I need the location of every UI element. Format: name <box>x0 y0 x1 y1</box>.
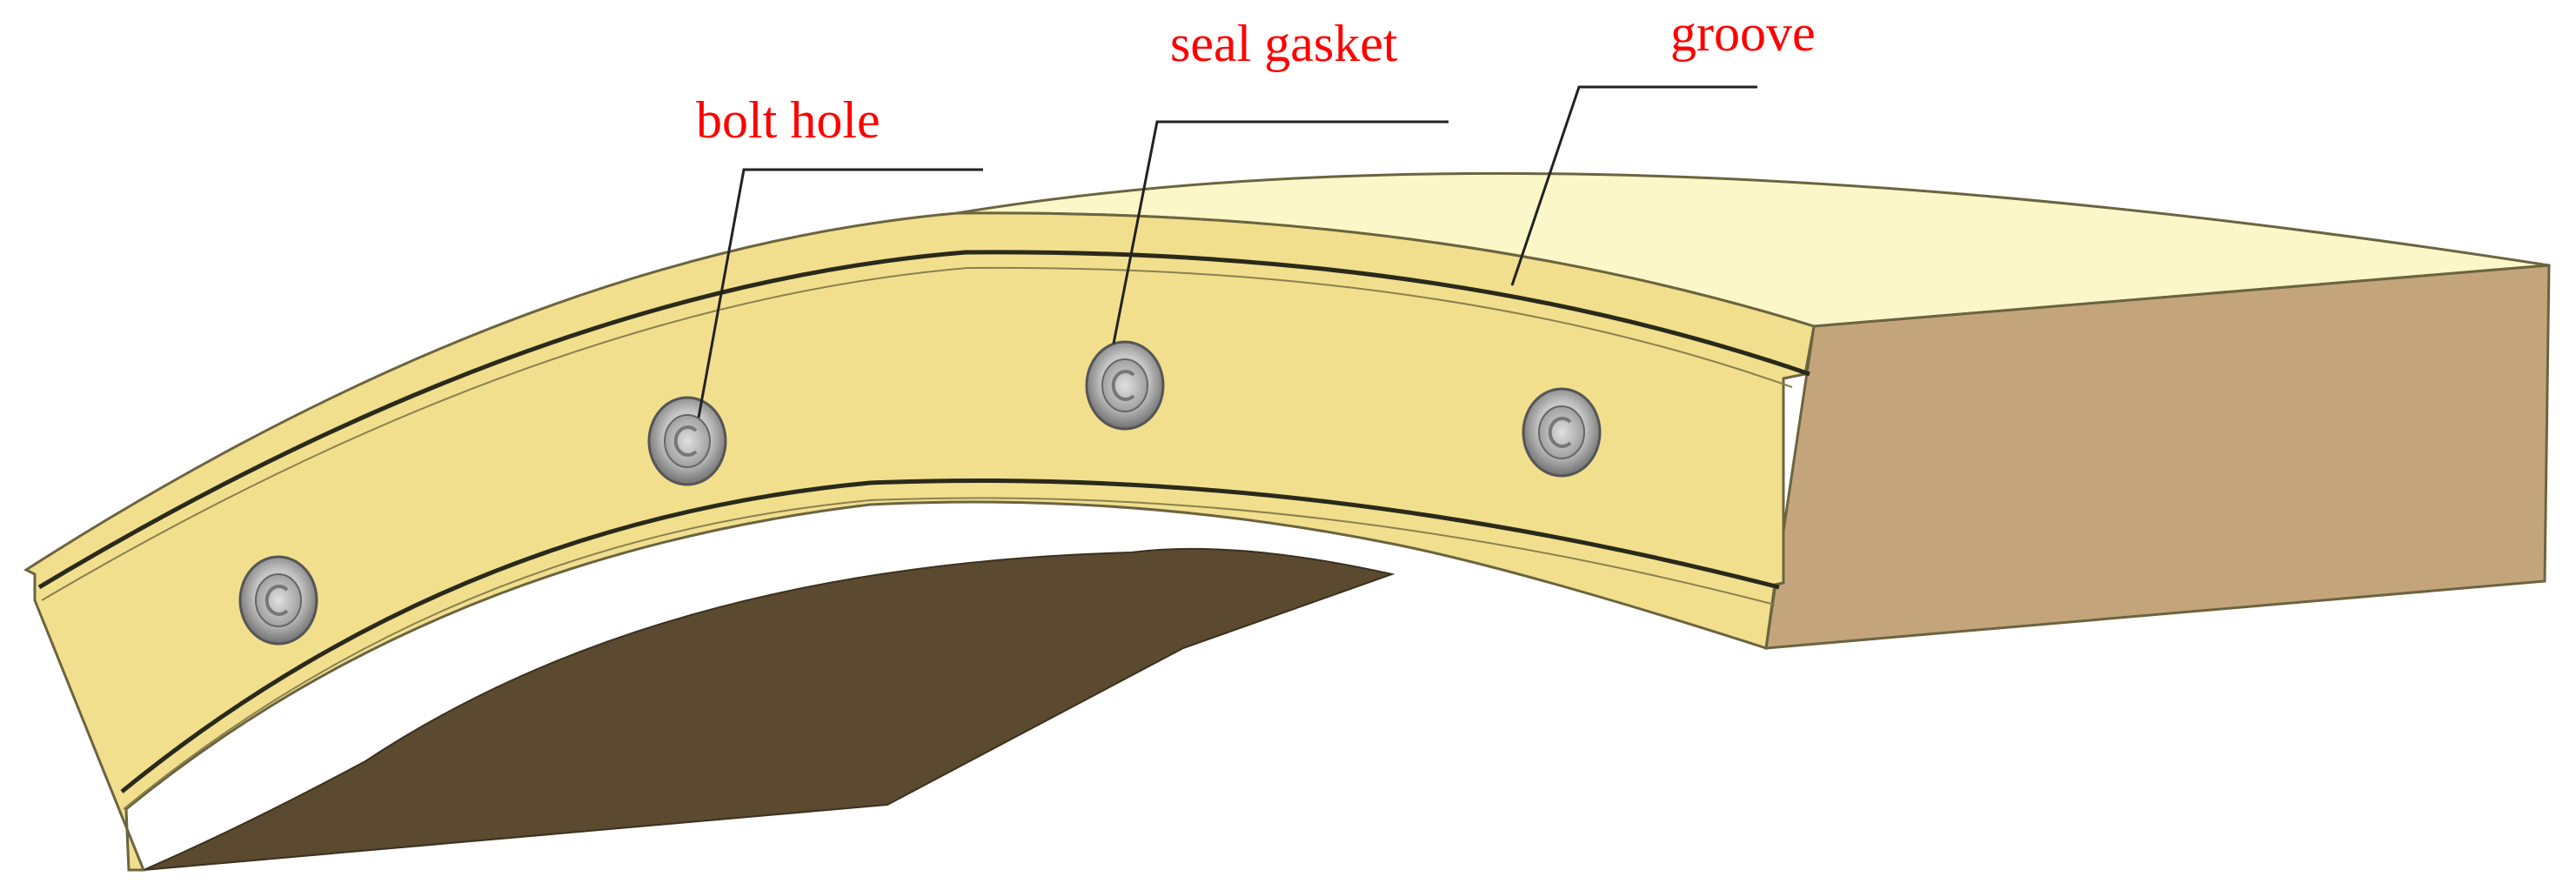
segment-underside <box>143 547 1395 871</box>
seal-gasket-leader <box>1112 120 1449 345</box>
bolt-hole-2 <box>647 396 727 486</box>
segment-front-face <box>23 211 1816 872</box>
groove-line-lower-inner <box>123 497 1776 810</box>
seal-gasket-label: seal gasket <box>1170 15 1398 72</box>
bolt-hole-leader <box>697 168 983 418</box>
groove-line-upper <box>37 250 1810 590</box>
bolt-hole-1 <box>238 555 318 646</box>
segment-end-face <box>1764 264 2551 650</box>
bolt-hole-3 <box>1085 340 1165 431</box>
groove-line-lower <box>120 478 1780 793</box>
groove-label: groove <box>1670 4 1816 62</box>
bolt-hole-label: bolt hole <box>696 91 880 149</box>
groove-line-upper-inner <box>41 266 1793 601</box>
bolt-hole-4 <box>1522 387 1602 478</box>
groove-leader <box>1510 85 1757 286</box>
